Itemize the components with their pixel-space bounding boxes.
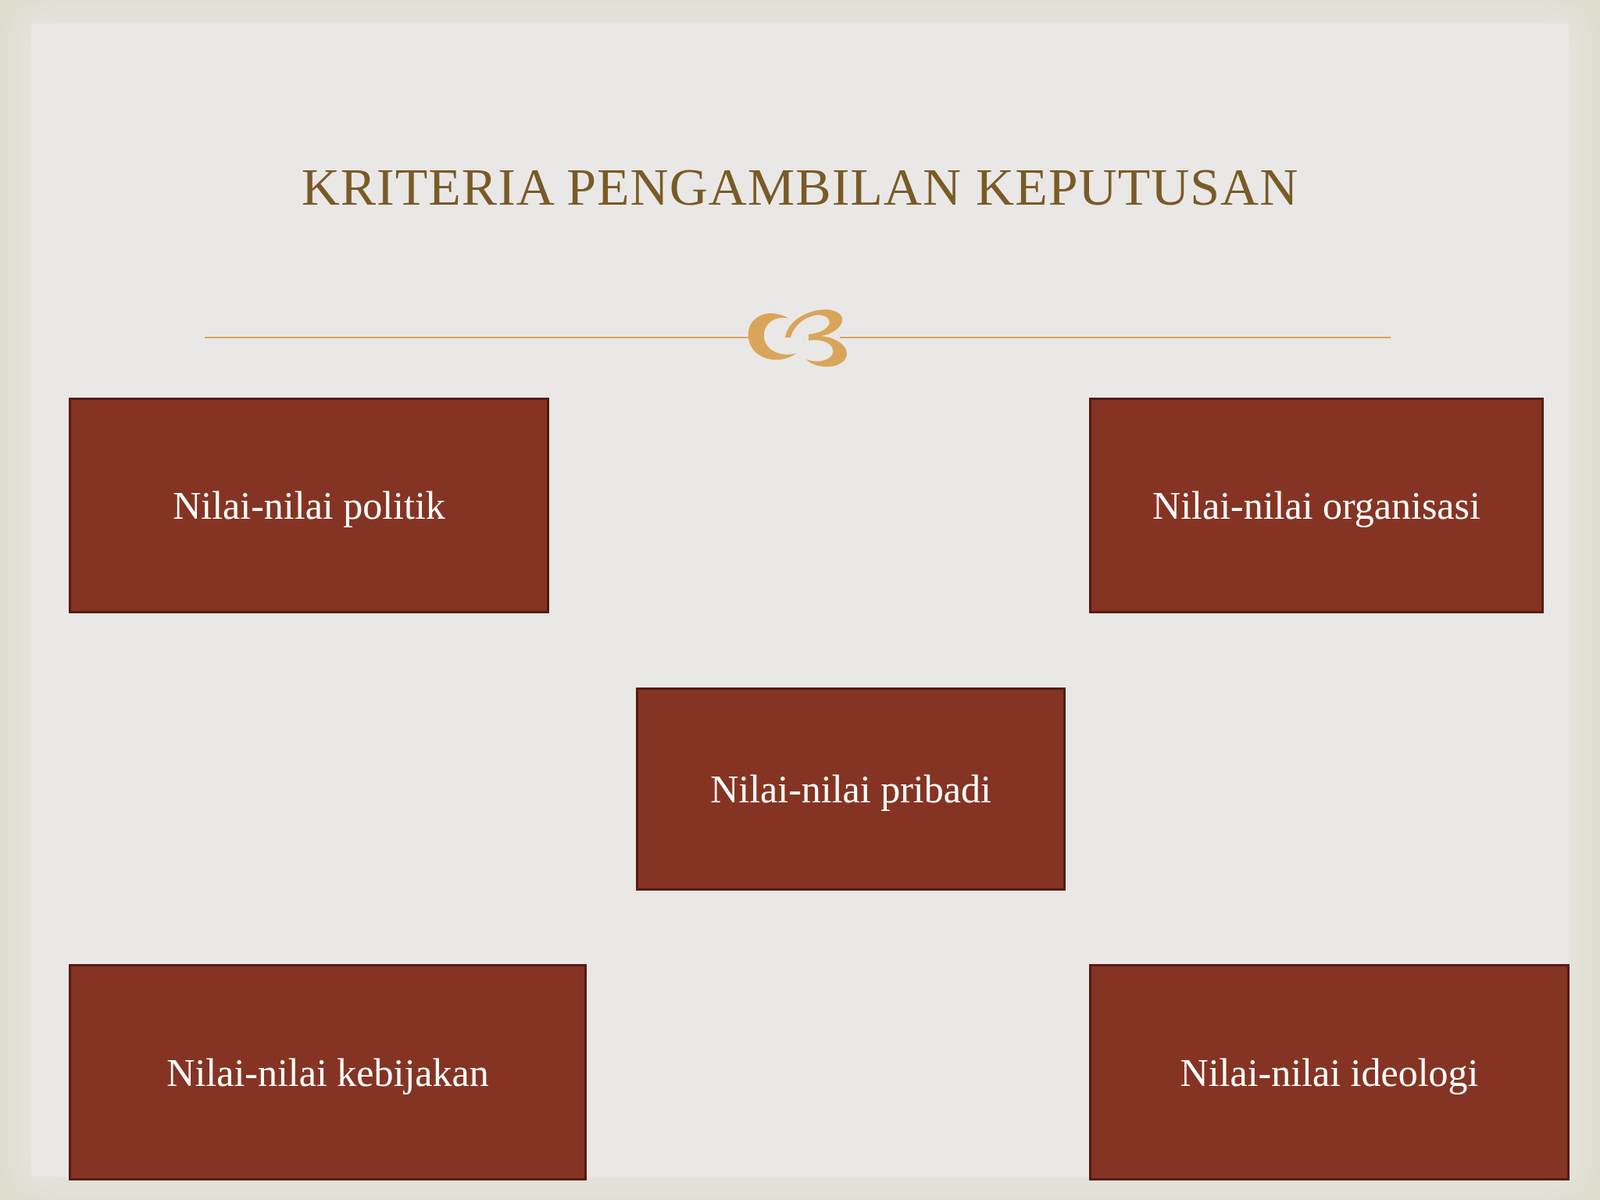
- divider-line: [204, 336, 762, 339]
- criteria-box: Nilai-nilai politik: [68, 397, 550, 614]
- criteria-box: Nilai-nilai ideologi: [1089, 964, 1570, 1181]
- box-label: Nilai-nilai ideologi: [1164, 1050, 1495, 1096]
- criteria-box: Nilai-nilai pribadi: [635, 687, 1066, 891]
- criteria-box: Nilai-nilai kebijakan: [68, 964, 587, 1181]
- box-label: Nilai-nilai kebijakan: [150, 1050, 504, 1096]
- divider-line: [839, 336, 1391, 339]
- box-label: Nilai-nilai politik: [157, 482, 461, 529]
- slide-title: KRITERIA PENGAMBILAN KEPUTUSAN: [0, 156, 1600, 218]
- criteria-box: Nilai-nilai organisasi: [1089, 397, 1544, 614]
- box-label: Nilai-nilai organisasi: [1136, 482, 1497, 529]
- box-label: Nilai-nilai pribadi: [694, 766, 1008, 812]
- flourish: [785, 309, 847, 367]
